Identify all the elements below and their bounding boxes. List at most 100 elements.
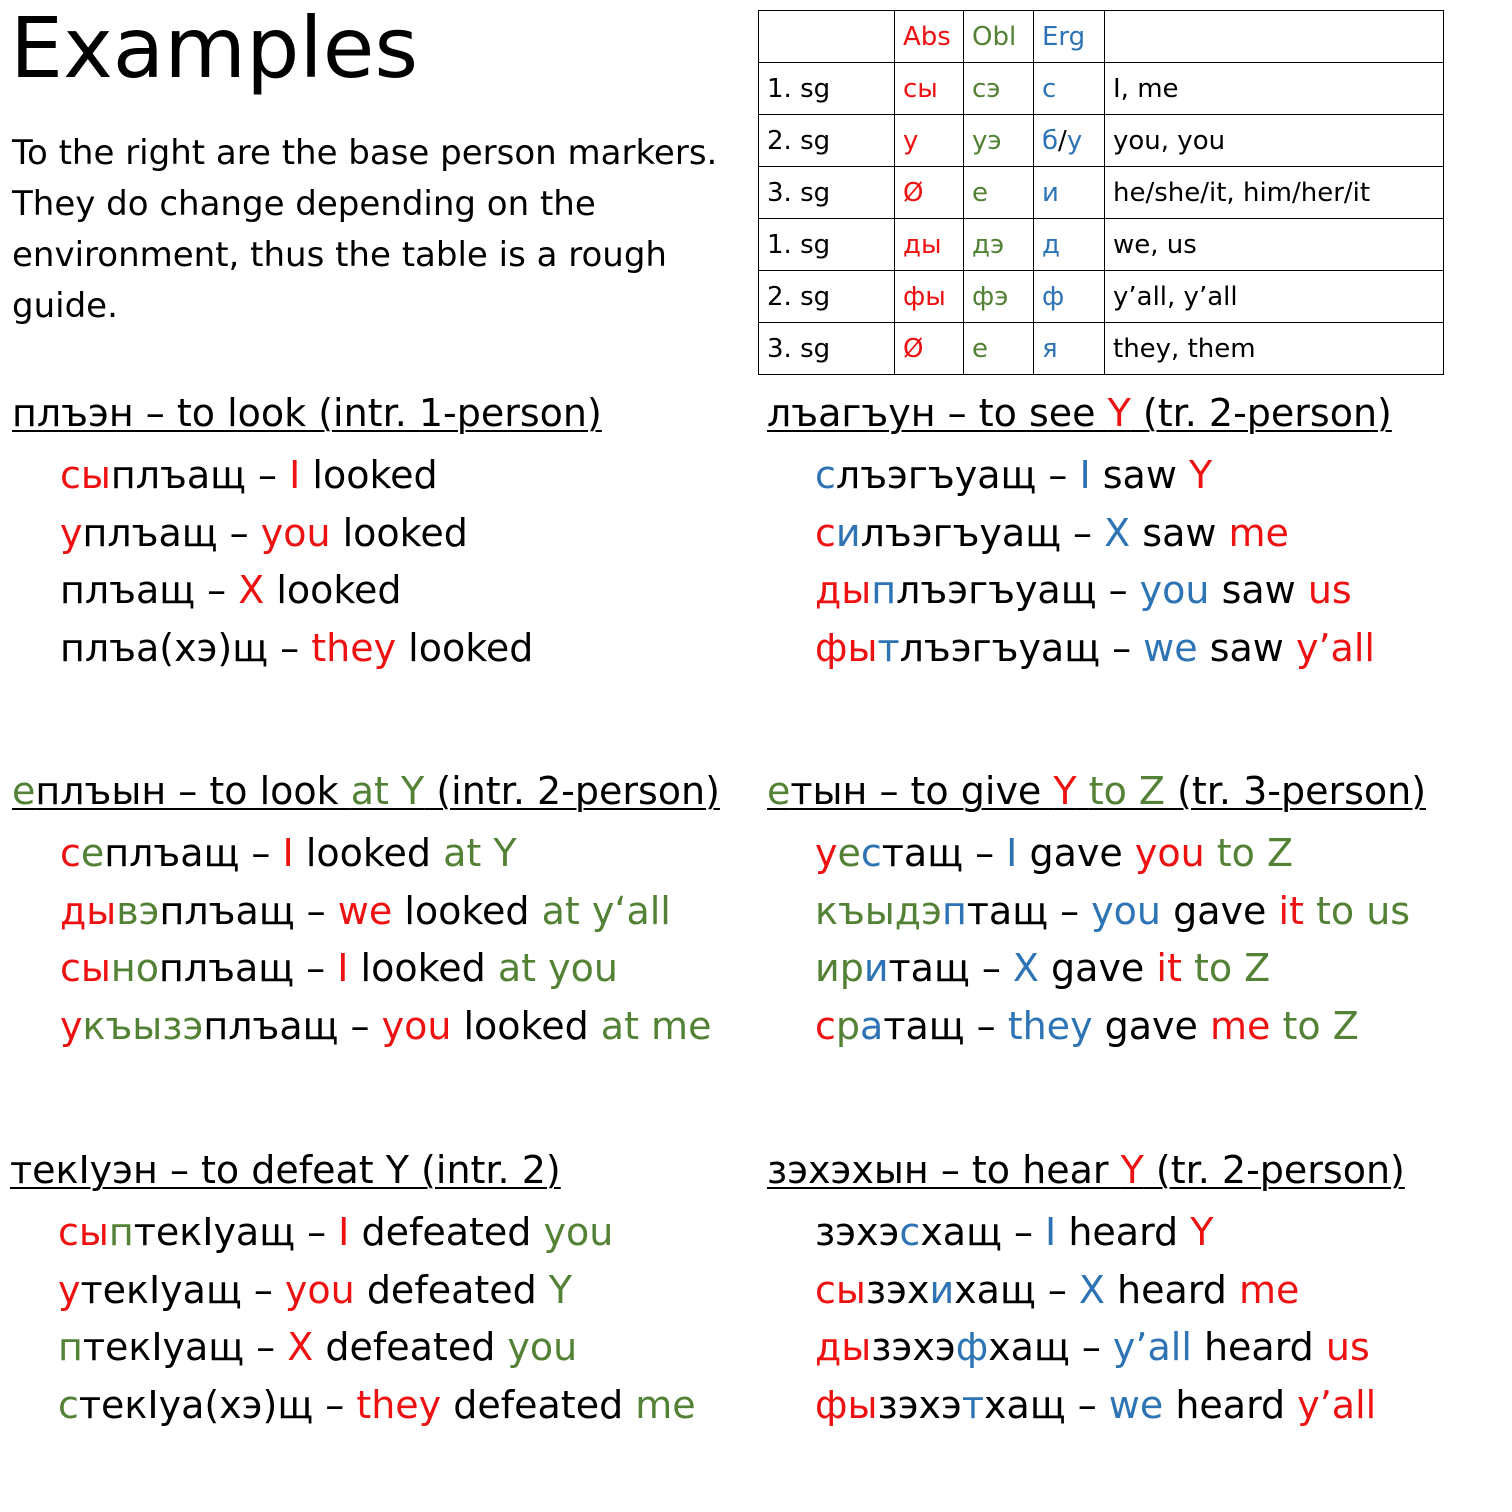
example-line: силъэгъуащ – X saw me	[767, 505, 1512, 563]
text-segment: у	[1066, 125, 1083, 156]
text-segment: тын – to give	[790, 769, 1054, 813]
table-cell: we, us	[1104, 218, 1444, 271]
text-segment: 1. sg	[767, 73, 831, 104]
text-segment: gave	[1017, 831, 1135, 875]
text-segment: they	[1007, 1003, 1093, 1048]
text-segment: I	[1045, 1210, 1057, 1254]
text-segment: фы	[903, 281, 946, 312]
table-cell: б/у	[1033, 114, 1105, 167]
table-cell: you, you	[1104, 114, 1444, 167]
text-segment: me	[1210, 1003, 1271, 1048]
text-segment: X	[287, 1325, 314, 1369]
text-segment: фэ	[972, 281, 1009, 312]
table-cell: I, me	[1104, 62, 1444, 115]
text-segment: to Z	[1282, 1003, 1359, 1048]
example-line: уплъащ – you looked	[12, 505, 757, 563]
table-header-cell: Erg	[1033, 10, 1105, 63]
text-segment: Abs	[903, 21, 951, 52]
text-segment: defeated	[441, 1382, 636, 1427]
text-segment: Obl	[972, 21, 1017, 52]
text-segment: they	[356, 1382, 442, 1427]
text-segment: it	[1156, 946, 1182, 990]
text-segment: е	[80, 831, 105, 875]
intro-line: To the right are the base person markers…	[12, 133, 718, 173]
section-tekluen: текIуэн – to defeat Y (intr. 2)сыптекIуа…	[10, 1147, 755, 1434]
text-segment: с	[815, 453, 836, 497]
text-segment: но	[110, 946, 159, 990]
text-segment: текIуащ –	[82, 1325, 288, 1369]
text-segment	[1182, 946, 1194, 990]
text-segment: плъащ –	[60, 568, 239, 612]
text-segment: п	[58, 1325, 83, 1369]
table-cell: сы	[894, 62, 964, 115]
text-segment: плъын – to look	[35, 769, 351, 813]
text-segment: Y	[1188, 453, 1213, 497]
text-segment: сы	[60, 453, 111, 497]
text-segment: фы	[815, 1382, 878, 1427]
text-segment: defeated	[349, 1210, 544, 1254]
text-segment: у	[815, 831, 838, 875]
text-segment: 3. sg	[767, 177, 831, 208]
table-header-cell	[758, 10, 895, 63]
text-segment: р	[835, 1003, 861, 1048]
text-segment: Y	[1190, 1210, 1214, 1254]
text-segment: you	[543, 1210, 614, 1254]
text-segment: you	[507, 1325, 578, 1369]
table-cell: ды	[894, 218, 964, 271]
text-segment: I	[337, 946, 349, 990]
text-segment: you	[1139, 568, 1210, 612]
text-segment: he/she/it, him/her/it	[1113, 177, 1371, 208]
text-segment	[1077, 769, 1089, 813]
intro-line: They do change depending on the	[12, 184, 596, 224]
text-segment: ды	[903, 229, 942, 260]
text-segment: п	[108, 1210, 134, 1254]
text-segment: плъащ –	[110, 453, 290, 497]
section-pleen: плъэн – to look (intr. 1-person)сыплъащ …	[12, 390, 757, 677]
text-segment: gave	[1092, 1003, 1210, 1048]
text-segment: me	[1228, 510, 1289, 555]
text-segment: to us	[1316, 888, 1411, 933]
text-segment: хащ –	[954, 1267, 1079, 1312]
text-segment: y’all	[1297, 1382, 1377, 1427]
section-epleyn: еплъын – to look at Y (intr. 2-person)се…	[12, 768, 757, 1055]
text-segment: they, them	[1113, 333, 1256, 364]
text-segment: лъэгъуащ –	[835, 453, 1080, 497]
text-segment: е	[972, 333, 988, 364]
text-segment: сы	[903, 73, 938, 104]
text-segment: saw	[1197, 625, 1296, 670]
table-header-cell: Abs	[894, 10, 964, 63]
text-segment: (intr. 2-person)	[424, 769, 720, 813]
text-segment: фы	[815, 625, 878, 670]
text-segment: сэ	[972, 73, 1001, 104]
table-cell: е	[963, 166, 1034, 219]
text-segment: you	[381, 1003, 452, 1048]
text-segment: плъа(хэ)щ –	[60, 625, 312, 670]
text-segment: at me	[600, 1003, 712, 1048]
text-segment: looked	[293, 831, 444, 875]
text-segment: heard	[1104, 1267, 1239, 1312]
text-segment: looked	[396, 625, 534, 670]
example-line: птекIуащ – X defeated you	[10, 1319, 755, 1377]
text-segment: y’all	[1112, 1325, 1192, 1369]
text-segment: /	[1058, 125, 1067, 156]
table-cell: he/she/it, him/her/it	[1104, 166, 1444, 219]
example-line: дывэплъащ – we looked at y‘all	[12, 883, 757, 941]
example-line: сызэхихащ – X heard me	[767, 1262, 1512, 1320]
text-segment: с	[899, 1210, 921, 1254]
text-segment: looked	[330, 510, 468, 555]
text-segment: to Z	[1216, 831, 1294, 875]
example-line: къыдэптащ – you gave it to us	[767, 883, 1512, 941]
text-segment: to Z	[1193, 946, 1271, 990]
table-header-row: Abs Obl Erg	[758, 10, 1444, 63]
example-line: сыноплъащ – I looked at you	[12, 940, 757, 998]
text-segment: ф	[1042, 281, 1065, 312]
text-segment: е	[837, 831, 861, 875]
example-line: дыплъэгъуащ – you saw us	[767, 562, 1512, 620]
example-line: иритащ – X gave it to Z	[767, 940, 1512, 998]
example-line: слъэгъуащ – I saw Y	[767, 447, 1512, 505]
